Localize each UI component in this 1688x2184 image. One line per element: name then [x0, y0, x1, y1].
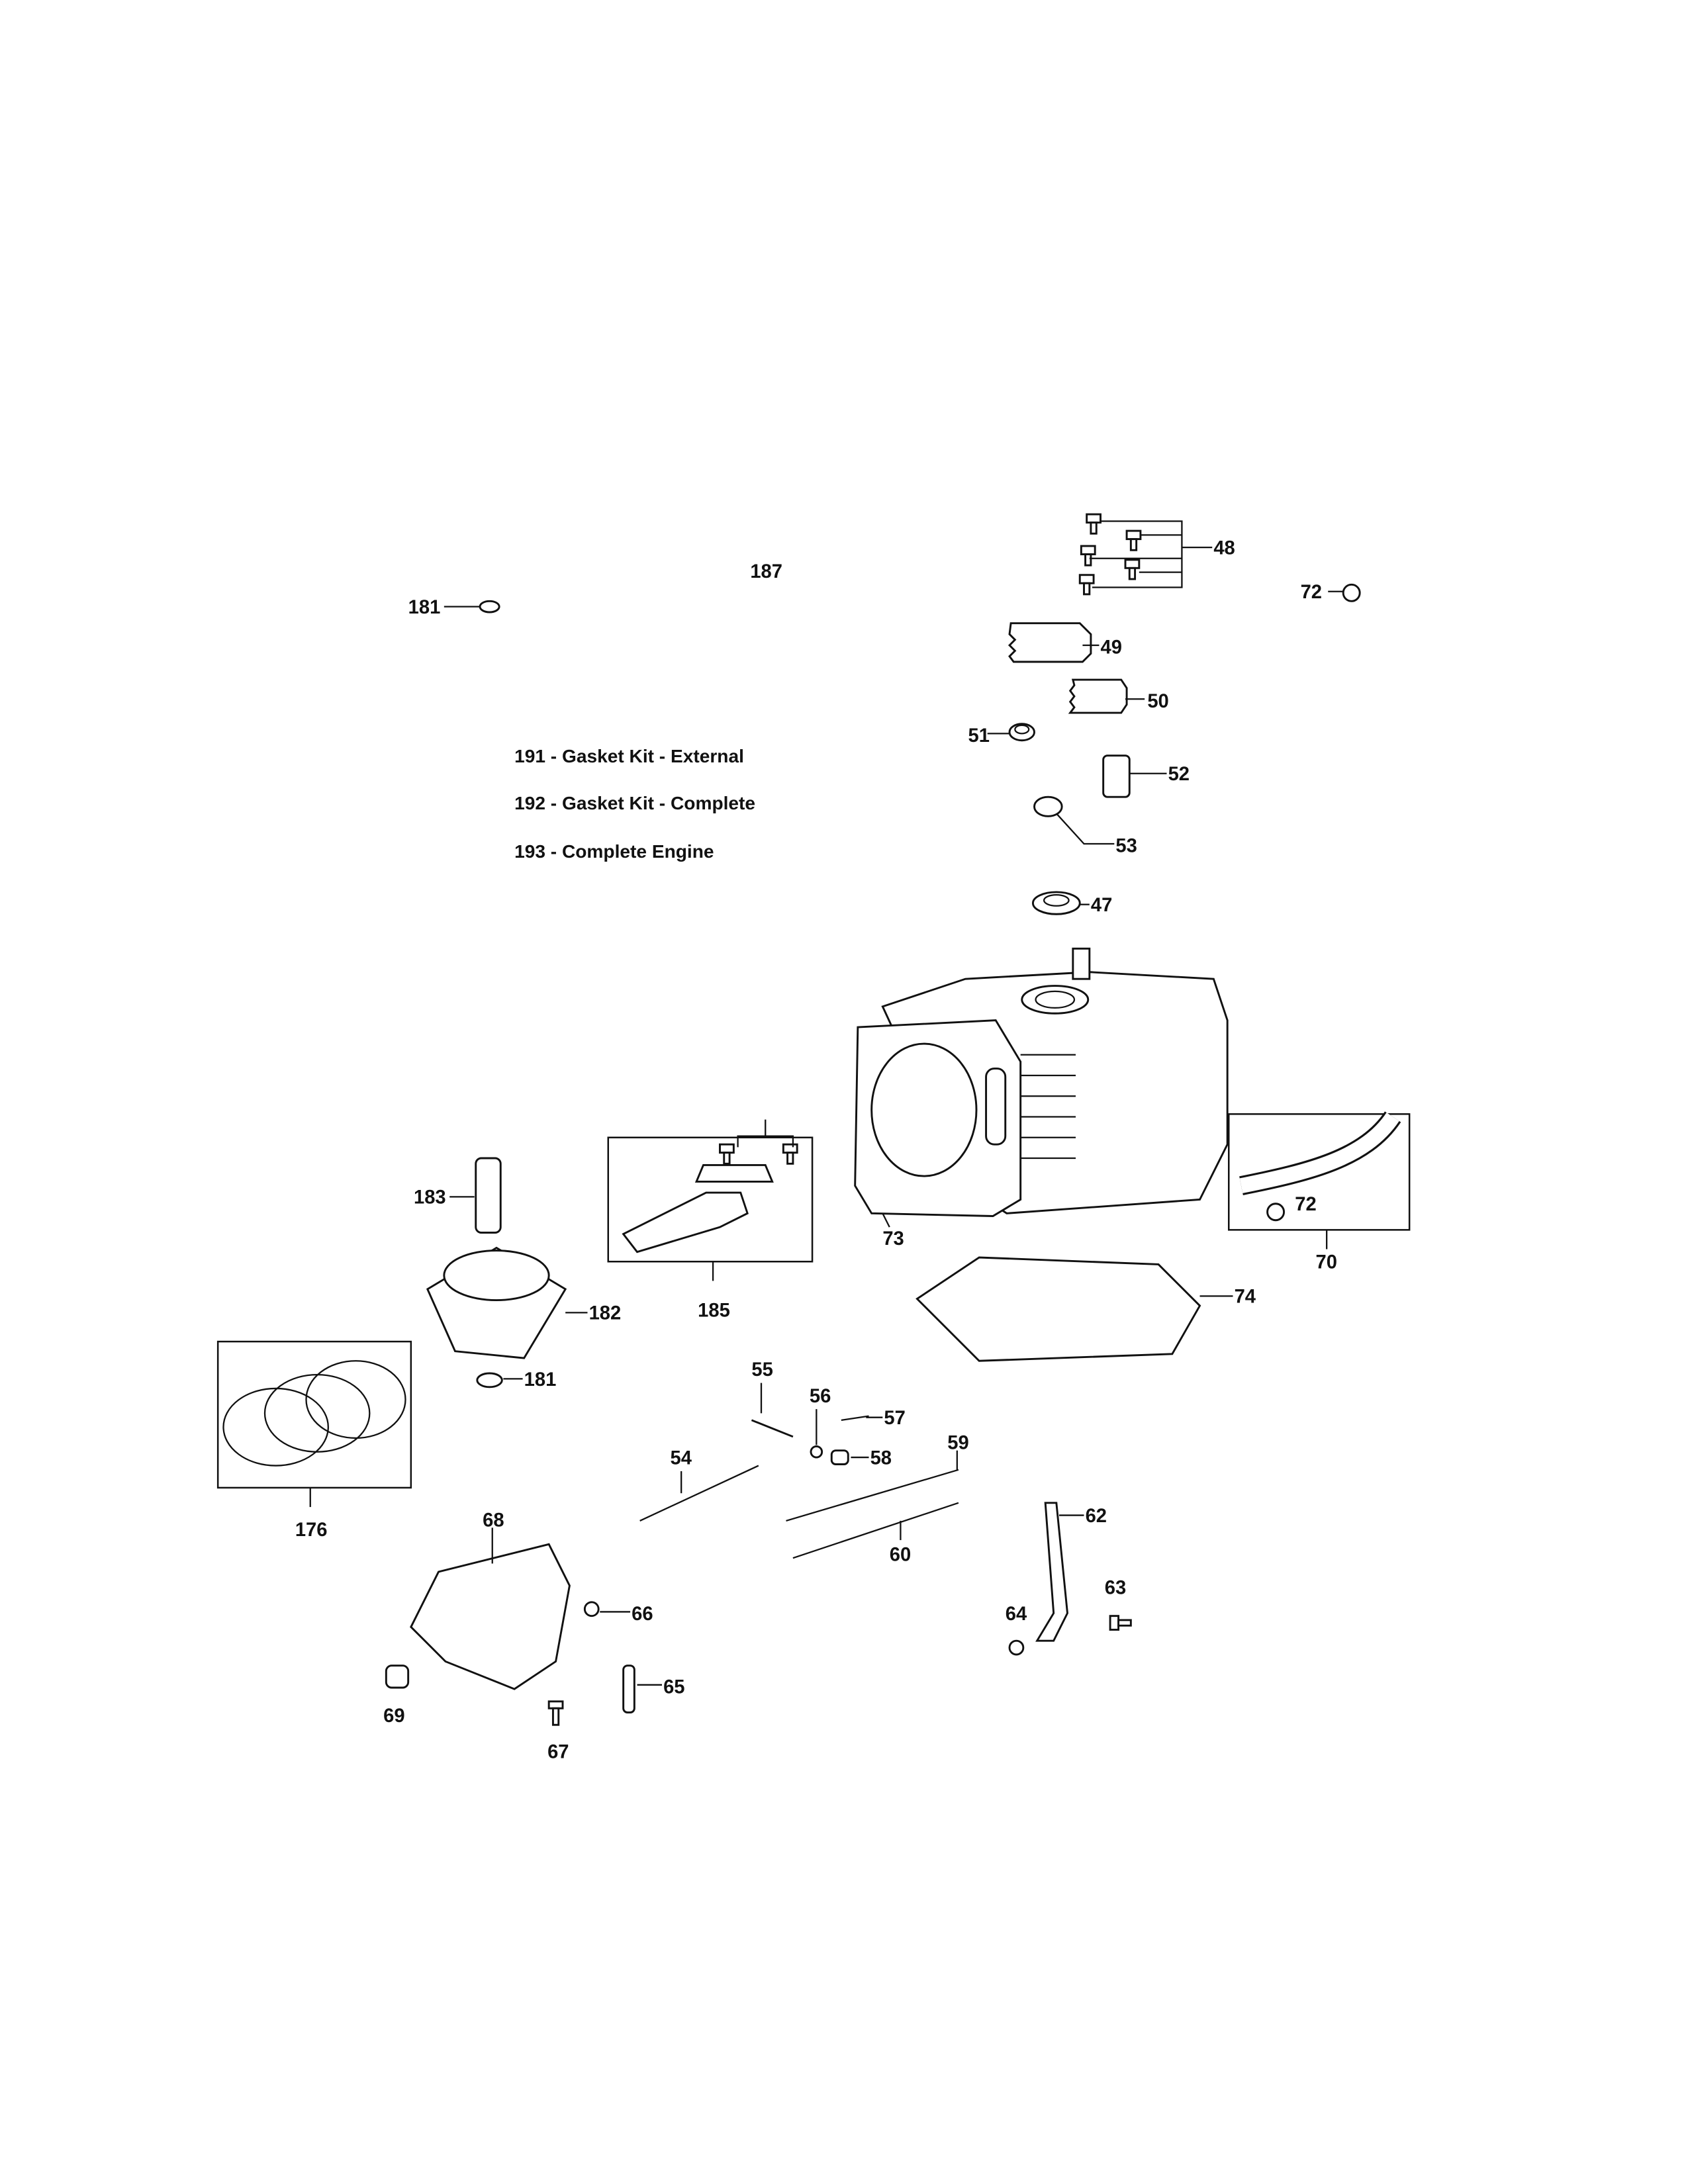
callout-181-bottom: 181 — [524, 1369, 557, 1390]
callout-185: 185 — [698, 1300, 730, 1322]
callout-68: 68 — [483, 1510, 504, 1531]
callout-49: 49 — [1101, 637, 1122, 659]
part-56-washer[interactable] — [810, 1445, 823, 1459]
part-59-rod[interactable] — [786, 1469, 959, 1522]
part-49-gasket[interactable] — [1008, 622, 1092, 663]
callout-58: 58 — [870, 1448, 892, 1469]
callout-74: 74 — [1235, 1287, 1256, 1308]
part-52-bushing[interactable] — [1102, 754, 1131, 798]
part-181-clip-top[interactable] — [479, 600, 500, 614]
callout-55: 55 — [751, 1359, 773, 1381]
callout-59: 59 — [947, 1433, 968, 1454]
part-64-nut[interactable] — [1008, 1639, 1025, 1656]
callout-187: 187 — [750, 561, 782, 582]
callout-183: 183 — [414, 1187, 446, 1208]
callout-51: 51 — [968, 725, 990, 747]
part-69-bushing[interactable] — [385, 1664, 410, 1689]
callout-52: 52 — [1168, 764, 1190, 785]
part-66-screw[interactable] — [583, 1601, 600, 1617]
callout-54: 54 — [671, 1448, 692, 1469]
callout-50: 50 — [1147, 691, 1168, 712]
callout-66: 66 — [632, 1604, 653, 1625]
callout-181-top: 181 — [408, 597, 441, 618]
part-182-piston[interactable] — [426, 1246, 567, 1359]
callout-182: 182 — [589, 1303, 622, 1324]
part-60-spring-rod[interactable] — [792, 1502, 959, 1559]
callout-56: 56 — [810, 1386, 831, 1407]
callout-72-bottom: 72 — [1295, 1194, 1316, 1215]
part-70-hose-kit-box[interactable] — [1228, 1113, 1411, 1231]
part-51-seal[interactable] — [1008, 723, 1035, 742]
callout-64: 64 — [1006, 1604, 1027, 1625]
part-54-rod[interactable] — [639, 1465, 759, 1522]
part-67-screw[interactable] — [547, 1700, 564, 1726]
part-72-clamp-bottom[interactable] — [1266, 1203, 1286, 1222]
callout-63: 63 — [1105, 1577, 1126, 1598]
part-187-bolts[interactable] — [719, 1119, 798, 1165]
part-176-piston-rings-box[interactable] — [216, 1340, 412, 1489]
part-55-governor-shaft[interactable] — [751, 1419, 794, 1438]
callout-67: 67 — [547, 1741, 569, 1762]
part-53-plug[interactable] — [1033, 796, 1063, 817]
callout-65: 65 — [663, 1676, 684, 1698]
callout-60: 60 — [890, 1544, 911, 1565]
part-74-crankcase-gasket[interactable] — [915, 1256, 1201, 1362]
callout-73: 73 — [882, 1228, 904, 1250]
callout-70: 70 — [1316, 1252, 1337, 1273]
part-68-control-bracket[interactable] — [410, 1543, 571, 1690]
part-181-clip-bottom[interactable] — [476, 1372, 503, 1388]
part-62-governor-lever[interactable] — [1035, 1502, 1068, 1642]
part-50-plate[interactable] — [1068, 678, 1128, 714]
callout-48: 48 — [1213, 538, 1235, 559]
callout-176: 176 — [295, 1520, 328, 1541]
callout-72-top: 72 — [1301, 582, 1322, 603]
part-73-engine-block[interactable] — [854, 947, 1229, 1217]
part-72-clamp-top[interactable] — [1342, 583, 1361, 602]
part-65-spring[interactable] — [622, 1664, 635, 1713]
kit-item-192: 192 - Gasket Kit - Complete — [514, 793, 755, 813]
kit-item-193: 193 - Complete Engine — [514, 841, 714, 862]
part-63-bolt[interactable] — [1109, 1615, 1132, 1631]
part-183-piston-pin[interactable] — [475, 1157, 502, 1234]
callout-57: 57 — [884, 1408, 905, 1429]
kit-item-191: 191 - Gasket Kit - External — [514, 746, 744, 766]
callout-53: 53 — [1115, 836, 1137, 857]
kit-list: 191 - Gasket Kit - External 192 - Gasket… — [514, 746, 755, 862]
part-185-connecting-rod-box[interactable] — [607, 1136, 814, 1263]
callout-69: 69 — [383, 1706, 404, 1727]
part-48-bolts[interactable] — [1078, 513, 1213, 596]
part-58-bushing[interactable] — [830, 1449, 849, 1465]
callout-47: 47 — [1091, 895, 1112, 916]
callout-62: 62 — [1086, 1506, 1107, 1527]
part-57-pin[interactable] — [841, 1415, 869, 1421]
